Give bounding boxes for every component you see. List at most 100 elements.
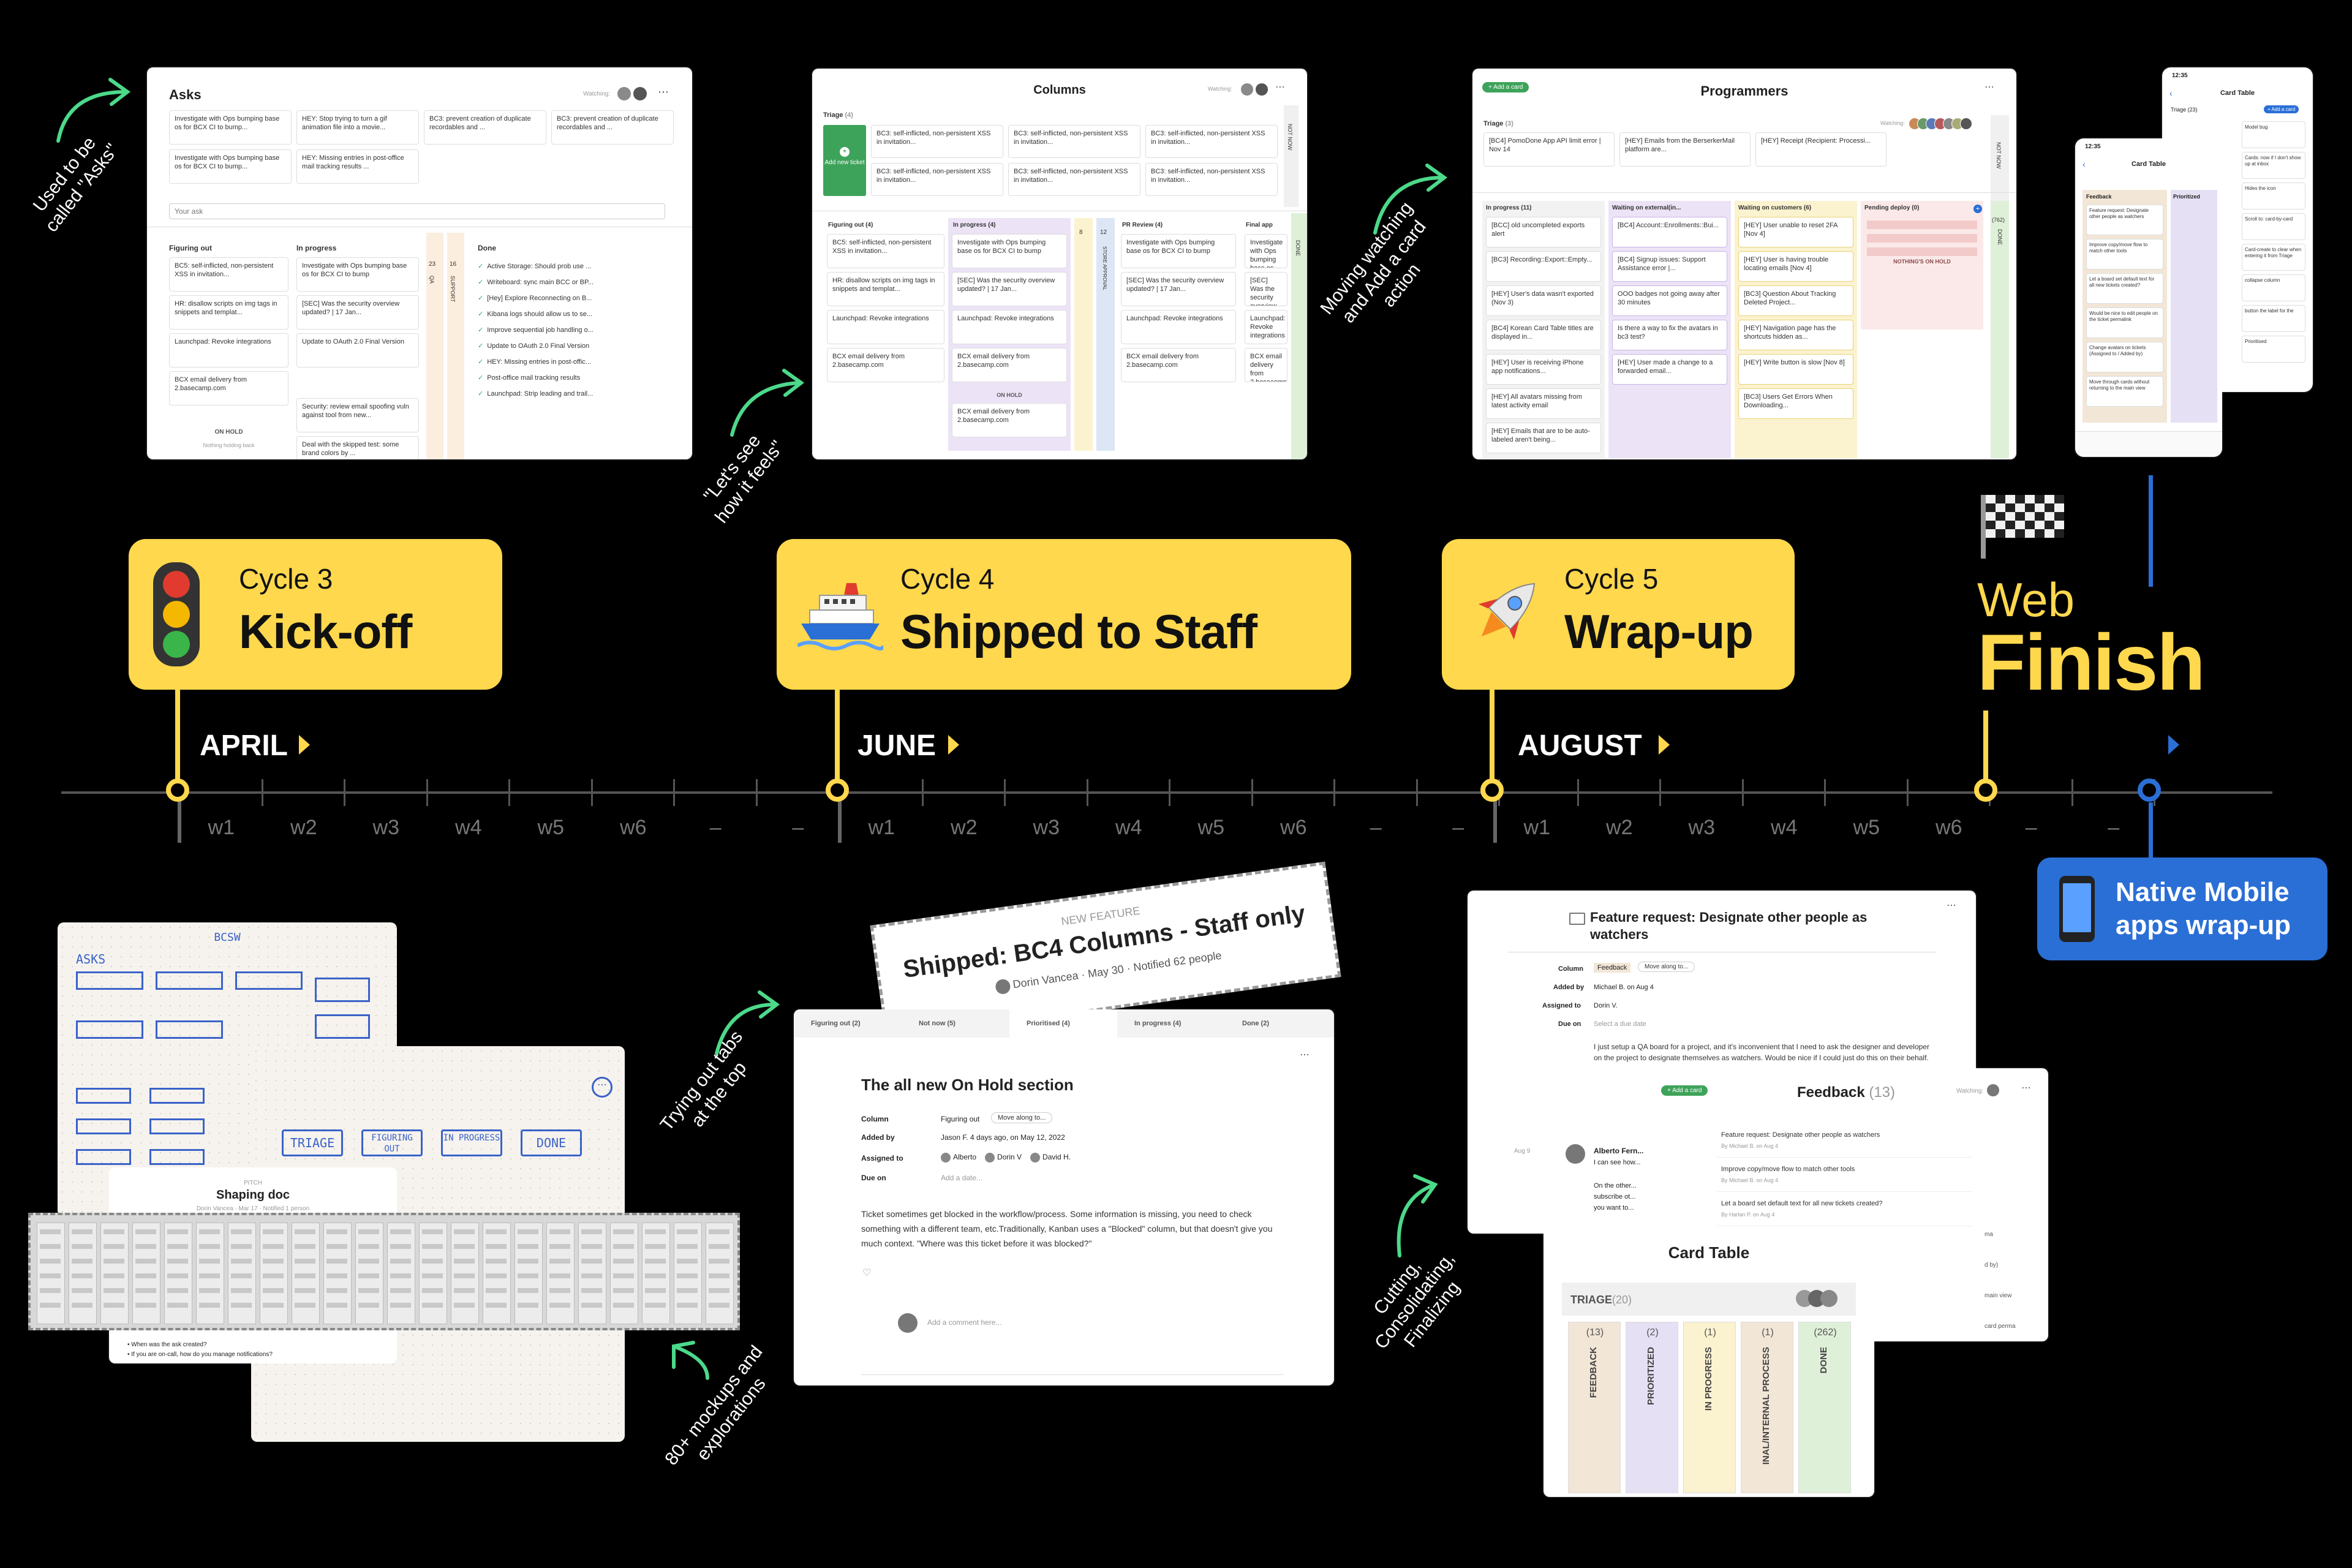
triage-card[interactable]: [BC4] PomoDone App API limit error | Nov… bbox=[1483, 132, 1615, 167]
tab-item[interactable]: Prioritised (4) bbox=[1009, 1009, 1117, 1038]
phone-card[interactable]: Change avatars on tickets (Assigned to /… bbox=[2086, 342, 2163, 372]
ticket-card[interactable]: [HEY] User made a change to a forwarded … bbox=[1612, 354, 1727, 385]
ask-card[interactable]: HEY: Missing entries in post-office mail… bbox=[296, 149, 419, 184]
more-options-icon[interactable]: ⋯ bbox=[1275, 82, 1285, 92]
not-now-column[interactable] bbox=[1991, 115, 2009, 201]
assignee[interactable]: Alberto bbox=[941, 1152, 976, 1163]
phone-card[interactable]: button the label for the bbox=[2242, 305, 2305, 332]
ticket-card[interactable]: Is there a way to fix the avatars in bc3… bbox=[1612, 320, 1727, 350]
qa-column[interactable] bbox=[426, 233, 443, 459]
triage-card[interactable]: BC3: self-inflicted, non-persistent XSS … bbox=[1145, 125, 1278, 158]
phone-card[interactable]: Feature request: Designate other people … bbox=[2086, 205, 2163, 235]
field-due-value[interactable]: Select a due date bbox=[1594, 1020, 1646, 1028]
ticket-card[interactable]: OOO badges not going away after 30 minut… bbox=[1612, 285, 1727, 316]
phone-card[interactable]: Model bug bbox=[2242, 121, 2305, 148]
avatar[interactable] bbox=[617, 87, 631, 100]
comment-input[interactable]: Add a comment here... bbox=[927, 1318, 1002, 1327]
card-table-column[interactable]: (262)DONE bbox=[1798, 1322, 1851, 1493]
ask-card[interactable]: BC3: prevent creation of duplicate recor… bbox=[424, 110, 546, 145]
triage-card[interactable]: [HEY] Receipt (Recipient: Processi... bbox=[1755, 132, 1887, 167]
ask-card[interactable]: BC5: self-inflicted, non-persistent XSS … bbox=[169, 257, 288, 292]
column-card[interactable]: [SEC] Was the security overview updated?… bbox=[1245, 272, 1287, 306]
field-due-value[interactable]: Add a date... bbox=[941, 1174, 983, 1182]
avatar[interactable] bbox=[1256, 83, 1268, 96]
done-item[interactable]: ✓Writeboard: sync main BCC or BP... bbox=[478, 274, 662, 290]
ticket-card[interactable]: [HEY] User is receiving iPhone app notif… bbox=[1486, 354, 1601, 385]
ticket-card[interactable]: [BC4] Korean Card Table titles are displ… bbox=[1486, 320, 1601, 350]
support-column[interactable] bbox=[447, 233, 464, 459]
ask-card[interactable]: BCX email delivery from 2.basecamp.com bbox=[169, 371, 288, 405]
ticket-card[interactable]: [BC3] Question About Tracking Deleted Pr… bbox=[1738, 285, 1853, 316]
column-card[interactable]: Investigate with Ops bumping base os for… bbox=[1121, 234, 1236, 268]
triage-card[interactable]: BC3: self-inflicted, non-persistent XSS … bbox=[1008, 163, 1140, 196]
ask-card[interactable]: Update to OAuth 2.0 Final Version bbox=[296, 333, 419, 368]
phone-add-card[interactable]: + Add a card bbox=[2264, 105, 2299, 113]
assignee[interactable]: David H. bbox=[1030, 1152, 1071, 1163]
ticket-card[interactable]: [HEY] User's data wasn't exported (Nov 3… bbox=[1486, 285, 1601, 316]
ask-card[interactable]: BC3: prevent creation of duplicate recor… bbox=[551, 110, 674, 145]
ask-input[interactable] bbox=[169, 203, 665, 219]
phone-card[interactable]: Hides the icon bbox=[2242, 183, 2305, 209]
watchers-avatars[interactable] bbox=[1909, 118, 1976, 130]
phone-card[interactable]: Would be nice to edit people on the tick… bbox=[2086, 307, 2163, 338]
card-table-column[interactable]: (13)FEEDBACK bbox=[1568, 1322, 1621, 1493]
add-column-icon[interactable]: + bbox=[1973, 205, 1982, 213]
column-card[interactable]: BC5: self-inflicted, non-persistent XSS … bbox=[827, 234, 944, 268]
column-card[interactable]: Launchpad: Revoke integrations bbox=[1245, 310, 1287, 344]
more-options-icon[interactable]: ⋯ bbox=[2021, 1083, 2031, 1093]
ticket-card[interactable]: [HEY] User unable to reset 2FA [Nov 4] bbox=[1738, 217, 1853, 247]
tab-item[interactable]: Not now (5) bbox=[919, 1020, 956, 1027]
back-chevron-icon[interactable]: ‹ bbox=[2082, 159, 2086, 169]
ticket-card[interactable]: [BC4] Account::Enrollments::Bui... bbox=[1612, 217, 1727, 247]
ask-card[interactable]: Launchpad: Revoke integrations bbox=[169, 333, 288, 368]
ticket-card[interactable]: [HEY] User is having trouble locating em… bbox=[1738, 251, 1853, 282]
tab-bar[interactable] bbox=[2075, 431, 2222, 457]
card-table-column[interactable]: (2)PRIORITIZED bbox=[1626, 1322, 1678, 1493]
ticket-card[interactable]: [HEY] All avatars missing from latest ac… bbox=[1486, 388, 1601, 419]
phone-card[interactable]: Scroll to: card-by-card bbox=[2242, 213, 2305, 240]
not-now-column[interactable] bbox=[1284, 105, 1298, 207]
column-card[interactable]: Investigate with Ops bumping base os for… bbox=[1245, 234, 1287, 268]
done-item[interactable]: ✓Launchpad: Strip leading and trail... bbox=[478, 386, 662, 402]
phone-card[interactable]: Let a board set default text for all new… bbox=[2086, 273, 2163, 304]
column-card[interactable]: HR: disallow scripts on img tags in snip… bbox=[827, 272, 944, 306]
move-along-select[interactable]: Move along to... bbox=[991, 1112, 1053, 1123]
ask-card[interactable]: [SEC] Was the security overview updated?… bbox=[296, 295, 419, 330]
feedback-card[interactable]: Let a board set default text for all new… bbox=[1716, 1196, 1973, 1226]
ask-card[interactable]: Investigate with Ops bumping base os for… bbox=[169, 110, 292, 145]
done-item[interactable]: ✓Update to OAuth 2.0 Final Version bbox=[478, 338, 662, 354]
more-options-icon[interactable]: ⋯ bbox=[658, 86, 669, 98]
done-item[interactable]: ✓[Hey] Explore Reconnecting on B... bbox=[478, 290, 662, 306]
triage-card[interactable]: [HEY] Emails from the BerserkerMail plat… bbox=[1619, 132, 1751, 167]
column-card[interactable]: BCX email delivery from 2.basecamp.com bbox=[1245, 348, 1287, 382]
feedback-card[interactable]: Feature request: Designate other people … bbox=[1716, 1127, 1973, 1158]
phone-card[interactable]: Cards: now if I don't show up at inbox bbox=[2242, 152, 2305, 179]
done-item[interactable]: ✓Active Storage: Should prob use ... bbox=[478, 258, 662, 274]
tab-item[interactable]: Figuring out (2) bbox=[811, 1020, 861, 1027]
column-card[interactable]: [SEC] Was the security overview updated?… bbox=[1121, 272, 1236, 306]
triage-card[interactable]: BC3: self-inflicted, non-persistent XSS … bbox=[1145, 163, 1278, 196]
avatar[interactable] bbox=[1960, 118, 1972, 130]
store-approval-column[interactable] bbox=[1096, 218, 1115, 451]
triage-card[interactable]: BC3: self-inflicted, non-persistent XSS … bbox=[871, 163, 1003, 196]
done-item[interactable]: ✓HEY: Missing entries in post-offic... bbox=[478, 354, 662, 370]
column-card[interactable]: Investigate with Ops bumping base os for… bbox=[952, 234, 1067, 268]
avatar[interactable] bbox=[633, 87, 647, 100]
ticket-card[interactable]: [HEY] Navigation page has the shortcuts … bbox=[1738, 320, 1853, 350]
ask-card[interactable]: Investigate with Ops bumping base os for… bbox=[296, 257, 419, 292]
card-table-column[interactable]: (1)INAL/INTERNAL PROCESS bbox=[1741, 1322, 1793, 1493]
ticket-card[interactable]: [BC3] Recording::Export::Empty... bbox=[1486, 251, 1601, 282]
add-new-ticket-button[interactable]: + Add new ticket bbox=[823, 125, 866, 196]
done-column[interactable] bbox=[1291, 213, 1307, 459]
column-card[interactable]: BCX email delivery from 2.basecamp.com bbox=[952, 403, 1067, 437]
feedback-card[interactable]: Improve copy/move flow to match other to… bbox=[1716, 1161, 1973, 1192]
ask-card[interactable]: Security: review email spoofing vuln aga… bbox=[296, 398, 419, 432]
phone-card[interactable]: Improve copy/move flow to match other to… bbox=[2086, 239, 2163, 270]
phone-card[interactable]: Prioritised bbox=[2242, 336, 2305, 363]
triage-card[interactable]: BC3: self-inflicted, non-persistent XSS … bbox=[1008, 125, 1140, 158]
more-options-icon[interactable]: ⋯ bbox=[1947, 900, 1956, 911]
card-table-column[interactable]: (1)IN PROGRESS bbox=[1683, 1322, 1736, 1493]
column-card[interactable]: Launchpad: Revoke integrations bbox=[1121, 310, 1236, 344]
more-options-icon[interactable]: ⋯ bbox=[1300, 1050, 1310, 1060]
tab-item[interactable]: Done (2) bbox=[1242, 1020, 1269, 1027]
